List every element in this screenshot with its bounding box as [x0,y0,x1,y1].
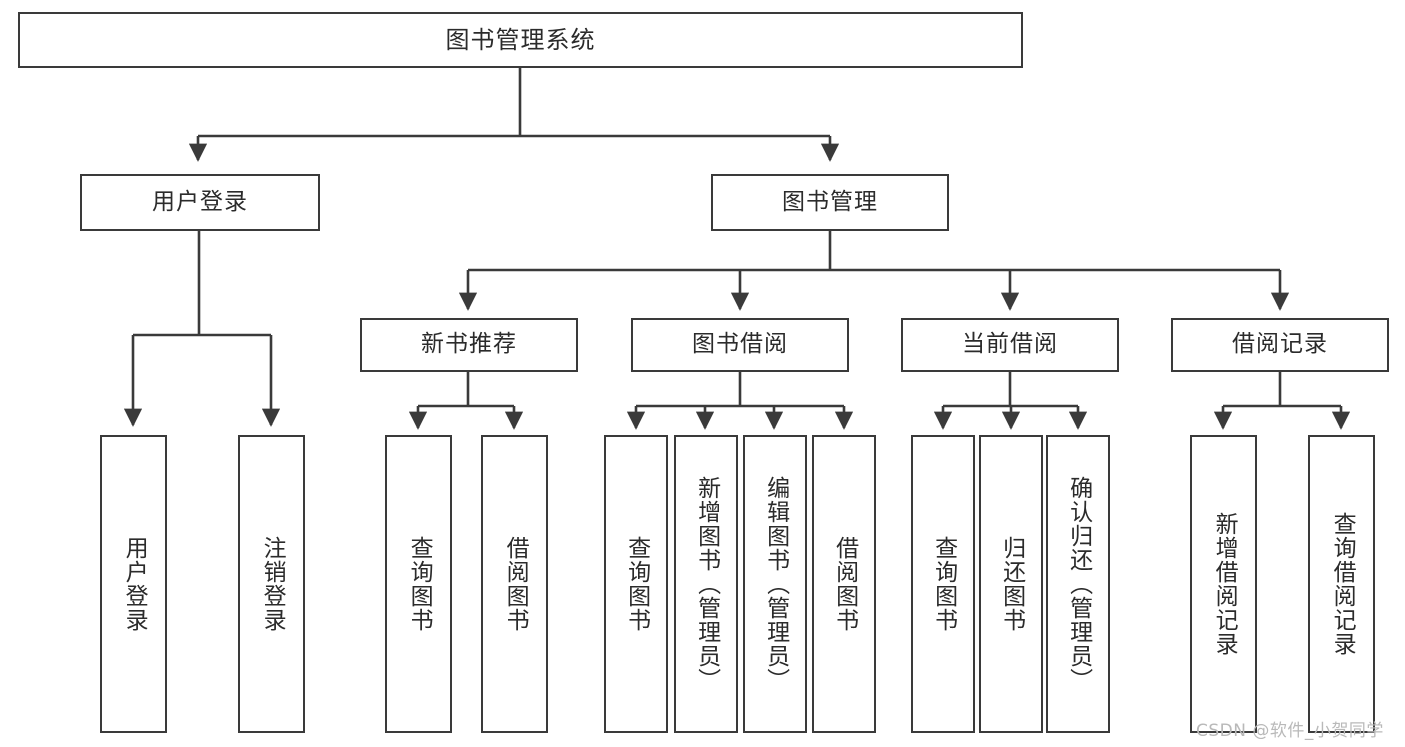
leaf-record-query[interactable]: 查询借阅记录 [1308,435,1375,733]
node-book-borrow[interactable]: 图书借阅 [631,318,849,372]
leaf-borrow-edit-book[interactable]: 编辑图书（管理员） [743,435,807,733]
node-root[interactable]: 图书管理系统 [18,12,1023,68]
node-borrow-record[interactable]: 借阅记录 [1171,318,1389,372]
leaf-label: 借阅图书 [502,536,529,632]
leaf-label: 新增图书（管理员） [693,476,720,692]
leaf-user-login-logout[interactable]: 注销登录 [238,435,305,733]
leaf-current-return-book[interactable]: 归还图书 [979,435,1043,733]
leaf-new-book-query[interactable]: 查询图书 [385,435,452,733]
csdn-watermark: CSDN @软件_小贺同学 [1196,721,1384,741]
leaf-user-login-login[interactable]: 用户登录 [100,435,167,733]
leaf-label: 查询图书 [406,536,433,632]
leaf-current-confirm-return[interactable]: 确认归还（管理员） [1046,435,1110,733]
leaf-borrow-add-book[interactable]: 新增图书（管理员） [674,435,738,733]
leaf-record-add[interactable]: 新增借阅记录 [1190,435,1257,733]
node-book-management[interactable]: 图书管理 [711,174,949,231]
leaf-label: 查询借阅记录 [1329,512,1356,656]
leaf-label: 编辑图书（管理员） [762,476,789,692]
leaf-label: 归还图书 [998,536,1025,632]
leaf-label: 用户登录 [121,536,148,632]
node-current-borrow[interactable]: 当前借阅 [901,318,1119,372]
leaf-new-book-borrow[interactable]: 借阅图书 [481,435,548,733]
leaf-label: 确认归还（管理员） [1065,476,1092,692]
leaf-label: 新增借阅记录 [1211,512,1238,656]
leaf-label: 注销登录 [259,536,286,632]
leaf-label: 查询图书 [623,536,650,632]
leaf-label: 借阅图书 [831,536,858,632]
leaf-borrow-query-book[interactable]: 查询图书 [604,435,668,733]
leaf-borrow-borrow-book[interactable]: 借阅图书 [812,435,876,733]
node-user-login[interactable]: 用户登录 [80,174,320,231]
node-new-book-recommend[interactable]: 新书推荐 [360,318,578,372]
leaf-label: 查询图书 [930,536,957,632]
leaf-current-query-book[interactable]: 查询图书 [911,435,975,733]
